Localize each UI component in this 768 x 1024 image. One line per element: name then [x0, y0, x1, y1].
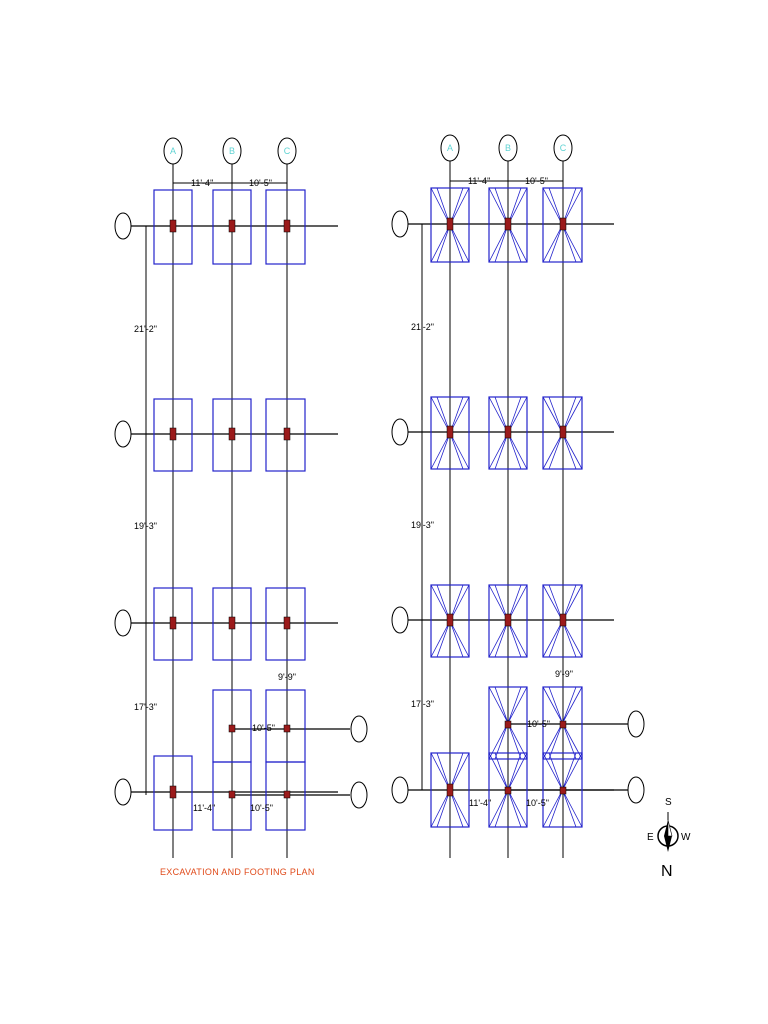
compass-right-label: W: [681, 832, 691, 843]
footing-pad: [542, 752, 583, 828]
right-row-gridlines: [408, 223, 628, 791]
grid-bubble-c-label: C: [284, 146, 291, 156]
right-plan: A B C 11'-4" 10'-5": [391, 134, 645, 858]
footing-pad: [542, 584, 583, 658]
dim-row-2: 19'-3": [134, 521, 157, 531]
grid-bubble-a-label: A: [170, 146, 176, 156]
footing-pad: [488, 686, 528, 760]
footing-pad: [542, 686, 583, 760]
right-footings: [430, 187, 583, 828]
footing-pad: [542, 187, 583, 263]
dim-row-1-2: 21'-2": [411, 322, 434, 332]
dim-cantilever-2: 10'-5": [252, 723, 275, 733]
dim-bc-top-2: 10'-5": [525, 176, 548, 186]
dim-bc-top: 10'-5": [249, 178, 272, 188]
left-columns: [169, 219, 291, 799]
footing-pad: [430, 396, 470, 470]
dim-row-2-2: 19'-3": [411, 520, 434, 530]
dim-cantilever-1: 9'-9": [278, 672, 296, 682]
grid-bubble-c2-label: C: [560, 143, 567, 153]
dim-ab-top: 11'-4": [191, 178, 213, 188]
dim-ab-bottom-2: 11'-4": [469, 798, 491, 808]
left-column-bubbles: [163, 137, 297, 165]
left-vertical-gridlines: [145, 164, 288, 858]
compass-icon: S E W N: [647, 797, 691, 880]
footing-pad: [430, 584, 470, 658]
grid-bubble-b-label: B: [229, 146, 235, 156]
compass-top-label: S: [665, 797, 672, 808]
dim-bc-bottom: 10'-5": [250, 803, 273, 813]
footing-pad: [488, 752, 528, 828]
dim-cantilever-1-2: 9'-9": [555, 669, 573, 679]
right-row-bubbles: [391, 210, 645, 804]
footing-pad: [430, 187, 470, 263]
right-column-bubbles: [440, 134, 573, 162]
dim-bc-bottom-2: 10'-5": [526, 798, 549, 808]
dim-row-1: 21'-2": [134, 324, 157, 334]
dim-row-3: 17'-3": [134, 702, 157, 712]
compass-left-label: E: [647, 832, 654, 843]
right-top-dimension: 11'-4" 10'-5": [450, 176, 563, 186]
dim-cantilever-2-2: 10'-5": [527, 719, 550, 729]
grid-bubble-b2-label: B: [505, 143, 511, 153]
footing-pad: [430, 752, 470, 828]
grid-bubble-a2-label: A: [447, 143, 453, 153]
left-plan: A B C 11'-4" 10'-5": [114, 137, 368, 877]
footing-pad: [488, 187, 528, 263]
dim-ab-bottom: 11'-4": [193, 803, 215, 813]
left-row-gridlines: [131, 225, 350, 796]
left-top-dimension: 11'-4" 10'-5": [173, 178, 287, 188]
right-columns: [446, 217, 567, 797]
footing-pad: [542, 396, 583, 470]
compass-bottom-label: N: [661, 863, 673, 880]
dim-ab-top-2: 11'-4": [468, 176, 490, 186]
left-footings: [153, 189, 306, 831]
right-vertical-gridlines: [421, 161, 564, 858]
footing-pad: [488, 396, 528, 470]
drawing-title: EXCAVATION AND FOOTING PLAN: [160, 867, 315, 877]
left-row-bubbles: [114, 212, 368, 809]
footing-pad: [488, 584, 528, 658]
dim-row-3-2: 17'-3": [411, 699, 434, 709]
